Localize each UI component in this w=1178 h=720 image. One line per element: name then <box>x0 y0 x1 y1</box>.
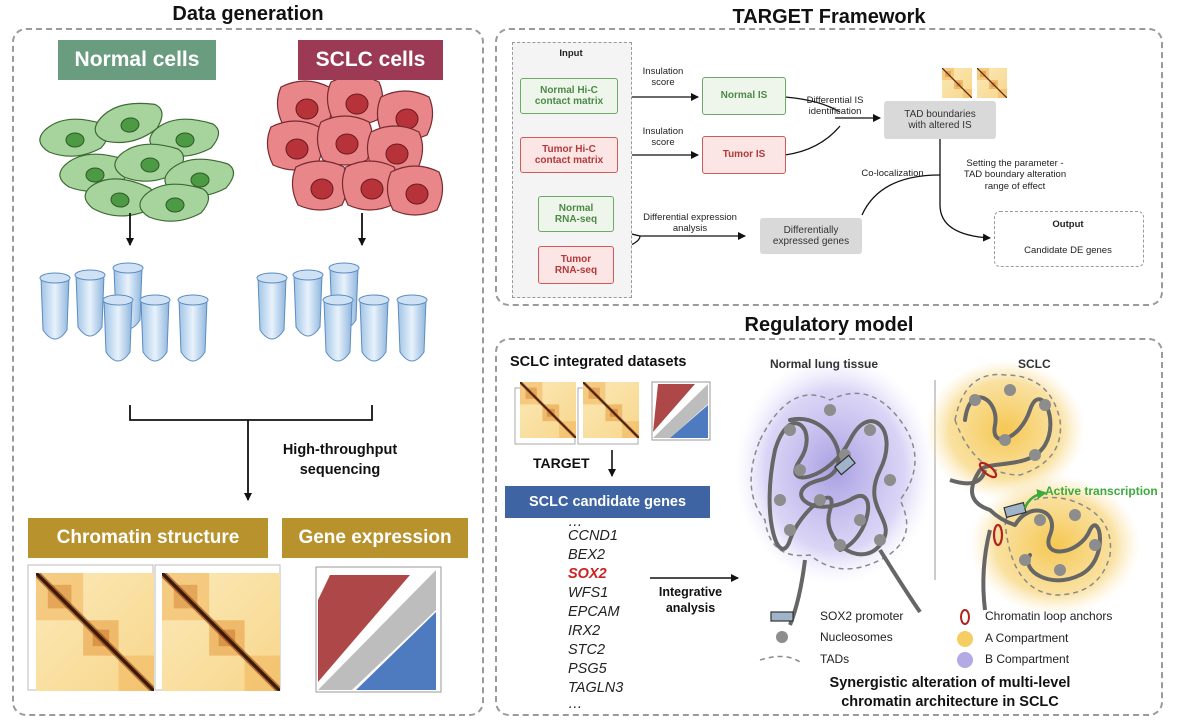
differential-is-label: Differential IS identification <box>806 95 864 118</box>
gene-list-item: BEX2 <box>568 547 606 563</box>
tad-boundaries-node: TAD boundaries with altered IS <box>884 101 996 139</box>
gene-list-item: TAGLN3 <box>568 680 624 696</box>
target-framework-title: TARGET Framework <box>732 6 926 28</box>
input-label: Input <box>559 48 583 59</box>
integrated-datasets-label: SCLC integrated datasets <box>510 354 687 370</box>
target-framework-panel <box>495 28 1163 306</box>
dataset-hic-maps <box>514 382 639 445</box>
tumor-is-node: Tumor IS <box>702 136 786 174</box>
normal-is-node: Normal IS <box>702 77 786 115</box>
integrative-analysis-label: Integrative analysis <box>658 585 723 616</box>
data-generation-title: Data generation <box>172 3 324 25</box>
dataset-scatter <box>651 381 711 441</box>
output-box <box>994 211 1144 267</box>
gene-list-item: WFS1 <box>568 585 609 601</box>
sequencing-label: High-throughput sequencing <box>282 442 398 479</box>
normal-cells-badge: Normal cells <box>58 40 216 80</box>
normal-lung-tissue-label: Normal lung tissue <box>770 357 879 371</box>
colocalization-label: Co-localization <box>861 168 924 179</box>
sclc-cells-badge: SCLC cells <box>298 40 443 80</box>
legend-a-compartment: A Compartment <box>985 631 1069 645</box>
merge-bracket <box>129 405 373 421</box>
legend-b-compartment: B Compartment <box>985 652 1070 666</box>
gene-list-item: PSG5 <box>568 661 607 677</box>
output-label: Output <box>1052 219 1084 230</box>
chromatin-structure-badge: Chromatin structure <box>28 518 268 558</box>
setting-parameter-label: Setting the parameter - TAD boundary alt… <box>963 158 1067 192</box>
active-transcription-label: Active transcription <box>1045 484 1158 498</box>
gene-list-item: EPCAM <box>568 604 620 620</box>
regulatory-model-panel <box>495 338 1163 716</box>
normal-rnaseq-node: Normal RNA-seq <box>538 196 614 232</box>
de-genes-node: Differentially expressed genes <box>760 218 862 254</box>
gene-list-item: … <box>568 696 583 712</box>
tumor-rnaseq-node: Tumor RNA-seq <box>538 246 614 284</box>
regulatory-model-title: Regulatory model <box>744 314 914 336</box>
hic-maps-left <box>27 564 281 691</box>
diff-expression-label: Differential expression analysis <box>643 212 737 235</box>
legend-tads: TADs <box>820 652 850 666</box>
tumor-hic-node: Tumor Hi-C contact matrix <box>520 137 618 173</box>
conclusion-text: Synergistic alteration of multi-level ch… <box>829 675 1071 710</box>
gene-list-item: … <box>568 514 583 530</box>
gene-list-item: CCND1 <box>568 528 618 544</box>
sclc-model-label: SCLC <box>1018 357 1051 371</box>
sclc-chromatin-illustration <box>925 360 1140 615</box>
insulation-score-label-2: Insulation score <box>642 126 684 149</box>
legend-symbols <box>759 609 973 668</box>
legend-promoter: SOX2 promoter <box>820 609 904 623</box>
gene-expression-badge: Gene expression <box>282 518 468 558</box>
normal-hic-node: Normal Hi-C contact matrix <box>520 78 618 114</box>
insulation-score-label-1: Insulation score <box>642 66 684 89</box>
legend-loop-anchors: Chromatin loop anchors <box>985 609 1113 623</box>
normal-chromatin-illustration <box>735 355 935 626</box>
candidate-genes-badge: SCLC candidate genes <box>505 486 710 518</box>
expression-scatter-left <box>315 566 442 693</box>
target-label: TARGET <box>533 455 590 471</box>
output-text: Candidate DE genes <box>1024 245 1112 256</box>
gene-list-item: STC2 <box>568 642 606 658</box>
gene-list-item: IRX2 <box>568 623 601 639</box>
legend-nucleosomes: Nucleosomes <box>820 630 893 644</box>
data-generation-panel <box>12 28 484 716</box>
gene-list-item-highlight: SOX2 <box>568 566 607 582</box>
